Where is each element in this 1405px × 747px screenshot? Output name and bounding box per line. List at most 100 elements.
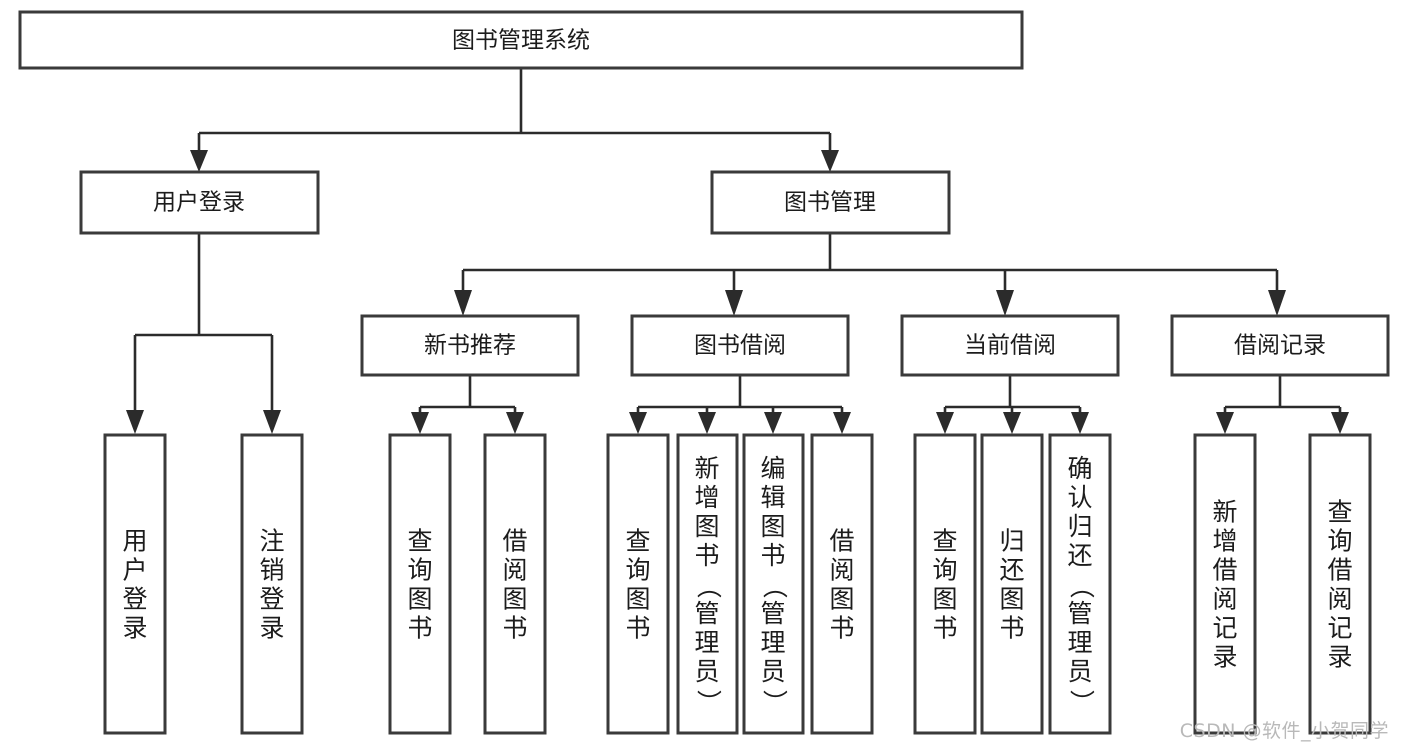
arrow-head-newbook-query [411, 412, 429, 434]
leaf-newbook-query-book-box[interactable] [388, 433, 452, 735]
svg-text:确: 确 [1067, 454, 1092, 483]
arrow-head-bb-edit [764, 412, 782, 434]
leaf-bb-borrow-book-box[interactable] [810, 433, 874, 735]
svg-text:书: 书 [694, 541, 719, 570]
svg-text:辑: 辑 [760, 483, 785, 512]
leaf-br-add-record-box[interactable] [1193, 433, 1257, 735]
svg-text:管: 管 [1067, 599, 1092, 628]
svg-text:新: 新 [694, 454, 719, 483]
leaf-bb-query-book-box[interactable] [606, 433, 670, 735]
leaf-bb-add-book-admin-box[interactable] [676, 433, 739, 735]
leaf-bb-edit-book-admin-box[interactable] [742, 433, 805, 735]
leaf-cb-return-book-box[interactable] [980, 433, 1044, 735]
svg-text:记: 记 [1327, 614, 1352, 643]
svg-text:书: 书 [829, 614, 854, 643]
node-root-label: 图书管理系统 [452, 28, 590, 54]
svg-text:借: 借 [1212, 556, 1237, 585]
node-current-borrow-box[interactable] [900, 314, 1120, 377]
svg-text:新: 新 [1212, 498, 1237, 527]
arrow-head-cb-confirm [1071, 412, 1089, 434]
svg-text:录: 录 [1327, 643, 1352, 672]
svg-text:查: 查 [407, 527, 432, 556]
node-book-borrow[interactable]: 图书借阅 [630, 314, 850, 377]
arrow-head-user-login [190, 150, 208, 172]
svg-text:查: 查 [625, 527, 650, 556]
arrow-head-cb-query [936, 412, 954, 434]
svg-text:图: 图 [932, 585, 957, 614]
svg-text:）: ） [694, 689, 723, 714]
node-new-book-recommend[interactable]: 新书推荐 [360, 314, 580, 377]
svg-text:注: 注 [259, 527, 284, 556]
leaf-user-login-box[interactable] [103, 433, 167, 735]
leaf-newbook-borrow-book-box[interactable] [483, 433, 547, 735]
arrow-head-current-borrow [996, 290, 1014, 316]
node-book-management[interactable]: 图书管理 [710, 170, 951, 235]
arrow-head-newbook-borrow [506, 412, 524, 434]
node-borrow-record-box[interactable] [1170, 314, 1390, 377]
node-borrow-record-label: 借阅记录 [1234, 333, 1326, 359]
svg-text:归: 归 [999, 527, 1024, 556]
svg-text:阅: 阅 [829, 556, 854, 585]
leaf-br-query-record-box[interactable] [1308, 433, 1372, 735]
node-new-book-recommend-label: 新书推荐 [424, 333, 516, 359]
svg-text:阅: 阅 [502, 556, 527, 585]
node-borrow-record[interactable]: 借阅记录 [1170, 314, 1390, 377]
node-user-login-box[interactable] [79, 170, 320, 235]
leaf-cb-confirm-return-admin-box[interactable] [1048, 433, 1112, 735]
arrow-head-book-mgmt [821, 150, 839, 172]
svg-text:员: 员 [1067, 657, 1092, 686]
node-root-box[interactable] [18, 10, 1024, 70]
svg-text:借: 借 [829, 527, 854, 556]
svg-text:查: 查 [932, 527, 957, 556]
node-book-borrow-box[interactable] [630, 314, 850, 377]
node-new-book-recommend-box[interactable] [360, 314, 580, 377]
arrow-head-new-book-rec [454, 290, 472, 316]
leaf-user-login[interactable]: 用户登录 [103, 433, 167, 735]
arrow-head-book-borrow [725, 290, 743, 316]
leaf-cb-query-book-box[interactable] [913, 433, 977, 735]
node-root-system[interactable]: 图书管理系统 [18, 10, 1024, 70]
svg-text:书: 书 [932, 614, 957, 643]
svg-text:登: 登 [122, 585, 147, 614]
svg-text:编: 编 [760, 454, 785, 483]
svg-text:查: 查 [1327, 498, 1352, 527]
node-book-management-box[interactable] [710, 170, 951, 235]
svg-text:书: 书 [502, 614, 527, 643]
svg-text:图: 图 [694, 512, 719, 541]
svg-text:图: 图 [999, 585, 1024, 614]
svg-text:询: 询 [932, 556, 957, 585]
node-book-borrow-label: 图书借阅 [694, 333, 786, 359]
node-current-borrow[interactable]: 当前借阅 [900, 314, 1120, 377]
arrow-head-leaf-logout-login [263, 410, 281, 434]
leaf-logout-login-box[interactable] [240, 433, 304, 735]
svg-text:阅: 阅 [1212, 585, 1237, 614]
node-user-login[interactable]: 用户登录 [79, 170, 320, 235]
svg-text:员: 员 [694, 657, 719, 686]
connector-layer [126, 68, 1349, 434]
arrow-head-leaf-user-login [126, 410, 144, 434]
svg-text:借: 借 [502, 527, 527, 556]
